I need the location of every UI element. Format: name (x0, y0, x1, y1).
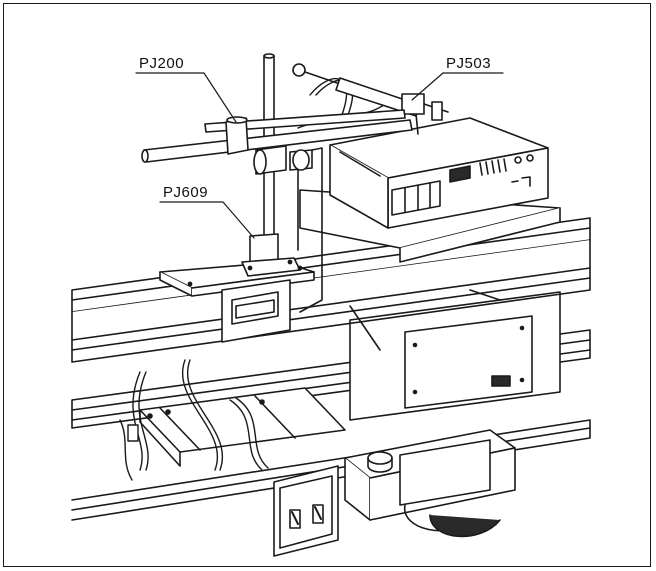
control-box-pj503 (329, 117, 549, 229)
sensor-arm-pj503 (292, 63, 449, 135)
label-pj503: PJ503 (445, 55, 493, 72)
label-pj609: PJ609 (162, 184, 210, 201)
switch-plate (273, 465, 339, 557)
leader-lines (135, 72, 504, 239)
carriage-unit (344, 429, 516, 538)
label-pj200: PJ200 (138, 55, 186, 72)
lower-tray (139, 387, 346, 467)
cabinet-body (349, 291, 561, 421)
stand-pj200 (141, 53, 413, 313)
base-pj609 (159, 233, 315, 343)
